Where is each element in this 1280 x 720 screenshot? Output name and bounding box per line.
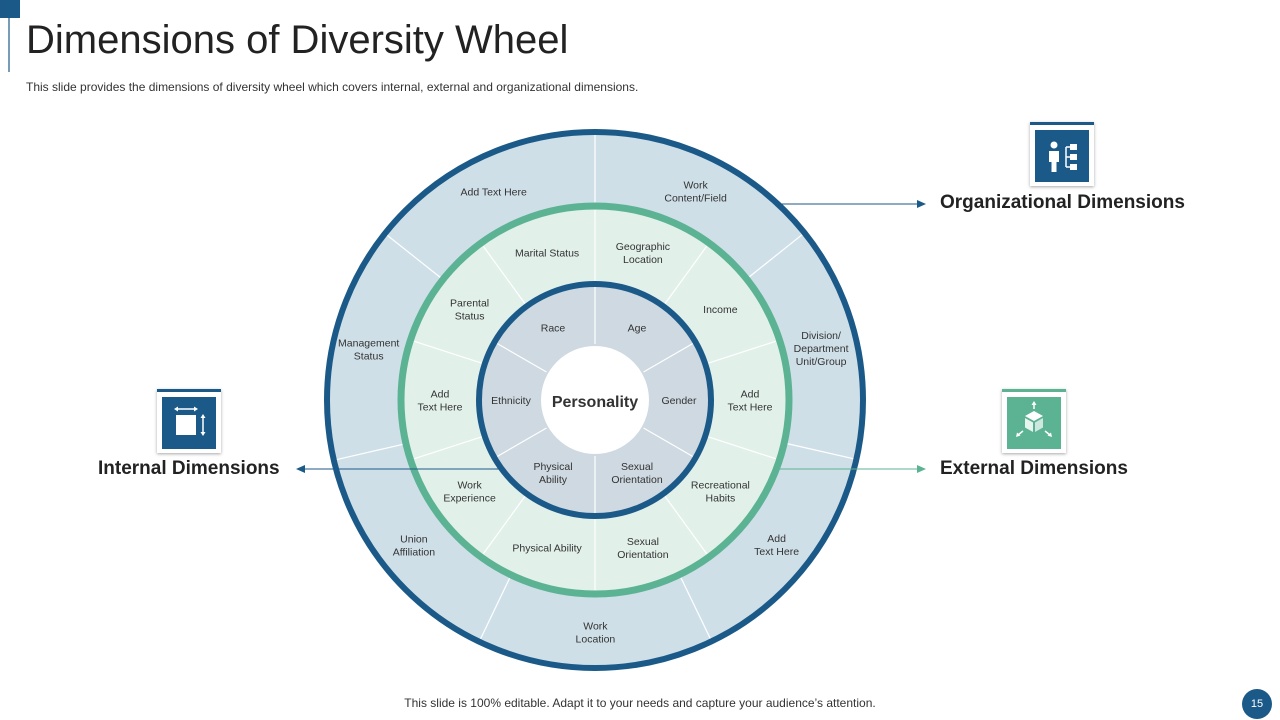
middle-divider [707, 436, 776, 460]
inner-divider [643, 427, 694, 458]
organizational-connector [780, 200, 926, 208]
internal-connector [296, 465, 500, 473]
inner-segment-label: Race [541, 322, 566, 334]
center-circle [541, 346, 649, 454]
middle-segment-label: Marital Status [515, 248, 579, 260]
external-dimensions-label: External Dimensions [940, 458, 1128, 479]
outer-ring-border [324, 129, 866, 671]
outer-divider [680, 577, 712, 640]
inner-divider [496, 342, 547, 373]
middle-divider [414, 436, 483, 460]
inner-segment-label: Ethnicity [491, 395, 531, 407]
middle-segment-label: Income [703, 304, 738, 316]
internal-dimensions-label: Internal Dimensions [98, 458, 280, 479]
middle-divider [414, 340, 483, 364]
middle-divider [707, 340, 776, 364]
internal-icon-card [157, 389, 221, 453]
center-label: Personality [552, 394, 638, 411]
outer-segment-label: Add Text Here [461, 186, 528, 198]
inner-segment-label: Age [628, 322, 647, 334]
title-accent-line [8, 0, 10, 72]
external-icon-card [1002, 389, 1066, 453]
middle-divider [482, 495, 526, 555]
inner-divider [496, 427, 547, 458]
cube-arrows-icon [1016, 401, 1052, 437]
page-number-badge: 15 [1242, 689, 1272, 719]
resize-box-icon [174, 406, 206, 436]
page-subtitle: This slide provides the dimensions of di… [26, 80, 639, 94]
outer-divider [748, 233, 804, 278]
inner-divider [643, 342, 694, 373]
middle-ring-border [397, 202, 793, 598]
outer-divider [386, 234, 441, 279]
middle-divider [482, 245, 526, 305]
middle-divider [664, 245, 708, 305]
middle-divider [664, 495, 708, 555]
outer-divider [786, 443, 855, 460]
middle-segment-label: Physical Ability [512, 542, 582, 554]
outer-divider [335, 443, 404, 461]
outer-divider [479, 577, 511, 641]
organizational-icon-card [1030, 122, 1094, 186]
org-chart-icon [1049, 141, 1077, 172]
page-title: Dimensions of Diversity Wheel [26, 18, 569, 62]
corner-accent [0, 0, 20, 18]
inner-segment-label: Gender [661, 395, 697, 407]
organizational-dimensions-label: Organizational Dimensions [940, 192, 1185, 213]
inner-ring-border [476, 281, 714, 519]
footer-note: This slide is 100% editable. Adapt it to… [404, 696, 876, 710]
external-connector [775, 465, 926, 473]
